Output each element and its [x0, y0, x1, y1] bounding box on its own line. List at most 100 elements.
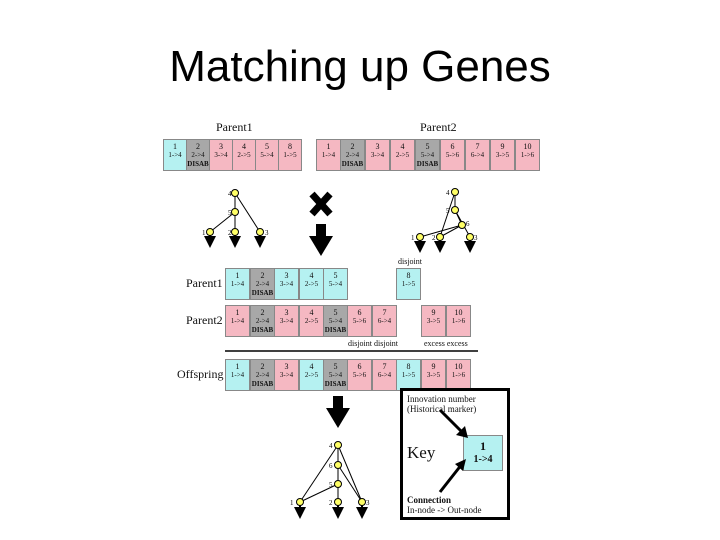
- gene-connection: 5->4: [328, 317, 343, 325]
- gene-connection: 1->4: [321, 151, 336, 159]
- gene-connection: 1->5: [283, 151, 297, 159]
- node-icon: [296, 498, 304, 506]
- gene-innovation-number: 8: [406, 362, 411, 371]
- node-label: 2: [432, 234, 436, 242]
- gene-innovation-number: 2: [350, 142, 355, 151]
- gene-connection: 2->4: [255, 371, 270, 379]
- node-icon: [256, 228, 264, 236]
- gene-innovation-number: 6: [357, 308, 362, 317]
- gene-innovation-number: 8: [406, 271, 411, 280]
- gene-connection: 2->4: [255, 317, 270, 325]
- gene-connection: 1->6: [451, 317, 466, 325]
- gene-connection: 1->4: [230, 371, 245, 379]
- node-label: 5: [446, 207, 450, 215]
- gene-connection: 3->4: [279, 371, 294, 379]
- node-label: 1: [202, 229, 206, 237]
- parent2-top-label: Parent2: [420, 120, 457, 134]
- in-out-label: In-node -> Out-node: [407, 505, 482, 515]
- gene-connection: 6->4: [377, 317, 392, 325]
- gene-connection: 1->5: [401, 280, 416, 288]
- node-label: 3: [366, 499, 370, 507]
- node-icon: [334, 441, 342, 449]
- node-icon: [334, 461, 342, 469]
- node-icon: [358, 498, 366, 506]
- gene-connection: 5->4: [328, 280, 343, 288]
- gene-innovation-number: 10: [523, 142, 532, 151]
- gene-innovation-number: 9: [431, 362, 436, 371]
- gene-connection: 2->5: [304, 371, 319, 379]
- node-label: 6: [466, 220, 470, 228]
- node-label: 4: [446, 189, 450, 197]
- gene-innovation-number: 8: [288, 142, 292, 151]
- node-label: 2: [329, 499, 333, 507]
- node-icon: [451, 188, 459, 196]
- gene-disabled-flag: DISAB: [324, 380, 347, 388]
- gene-connection: 3->4: [279, 317, 294, 325]
- node-label: 3: [474, 234, 478, 242]
- gene-disabled-flag: DISAB: [251, 326, 274, 334]
- gene-connection: 5->6: [352, 317, 367, 325]
- node-icon: [231, 189, 239, 197]
- gene-connection: 3->5: [426, 317, 441, 325]
- parent1-top-label: Parent1: [216, 120, 253, 134]
- gene-innovation-number: 2: [196, 142, 200, 151]
- key-box: Innovation number (Historical marker) Ke…: [400, 388, 510, 520]
- gene-connection: 6->4: [377, 371, 392, 379]
- node-icon: [436, 233, 444, 241]
- gene-innovation-number: 10: [454, 362, 463, 371]
- gene-innovation-number: 6: [357, 362, 362, 371]
- gene-innovation-number: 2: [260, 308, 265, 317]
- gene-innovation-number: 4: [309, 271, 314, 280]
- gene-innovation-number: 1: [235, 362, 240, 371]
- gene-disabled-flag: DISAB: [324, 326, 347, 334]
- gene-connection: 2->5: [395, 151, 410, 159]
- gene-innovation-number: 9: [431, 308, 436, 317]
- offspring-network: 4 6 5 1 2 3: [290, 441, 370, 519]
- node-icon: [458, 221, 466, 229]
- gene-innovation-number: 4: [400, 142, 405, 151]
- gene-connection: 1->6: [451, 371, 466, 379]
- gene-connection: 1->6: [520, 151, 535, 159]
- gene-connection: 2->5: [304, 280, 319, 288]
- gene-innovation-number: 4: [309, 362, 314, 371]
- gene-connection: 2->4: [191, 151, 205, 159]
- node-label: 6: [329, 462, 333, 470]
- disjoint-label: disjoint: [398, 257, 423, 266]
- gene-innovation-number: 2: [260, 271, 265, 280]
- gene-connection: 5->4: [260, 151, 274, 159]
- gene-innovation-number: 2: [260, 362, 265, 371]
- gene-innovation-number: 9: [500, 142, 505, 151]
- node-label: 3: [265, 229, 269, 237]
- node-icon: [231, 228, 239, 236]
- gene-connection: 2->4: [255, 280, 270, 288]
- gene-connection: 3->5: [495, 151, 510, 159]
- gene-connection: 3->4: [214, 151, 228, 159]
- node-label: 4: [228, 190, 232, 198]
- gene-innovation-number: 1: [326, 142, 331, 151]
- gene-innovation-number: 4: [309, 308, 314, 317]
- key-pointer-arrows: [438, 408, 468, 493]
- gene-innovation-number: 3: [375, 142, 380, 151]
- gene-disabled-flag: DISAB: [416, 160, 439, 168]
